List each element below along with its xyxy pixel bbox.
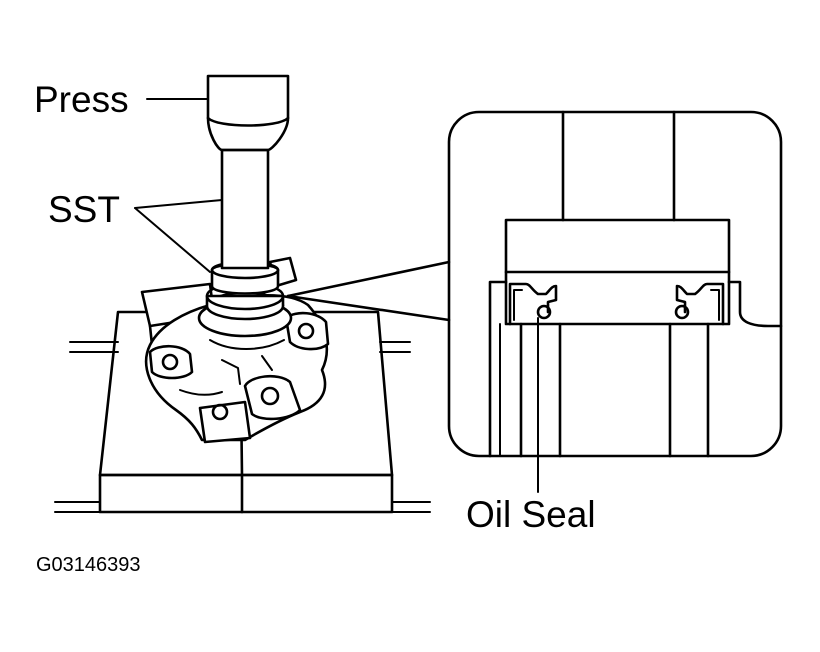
sst-tool — [210, 144, 280, 295]
figure-code: G03146393 — [36, 554, 141, 576]
detail-inset — [447, 110, 783, 493]
oil-seal-right — [674, 282, 725, 326]
pump-housing — [140, 256, 330, 444]
sst-label: SST — [48, 189, 120, 230]
leader-lines — [134, 98, 223, 273]
zoom-callout — [286, 260, 451, 322]
press-label: Press — [34, 79, 129, 120]
press-ram — [206, 74, 290, 152]
oil-seal-label: Oil Seal — [466, 494, 596, 535]
workbench — [54, 341, 431, 513]
oil-seal-left — [508, 282, 558, 326]
